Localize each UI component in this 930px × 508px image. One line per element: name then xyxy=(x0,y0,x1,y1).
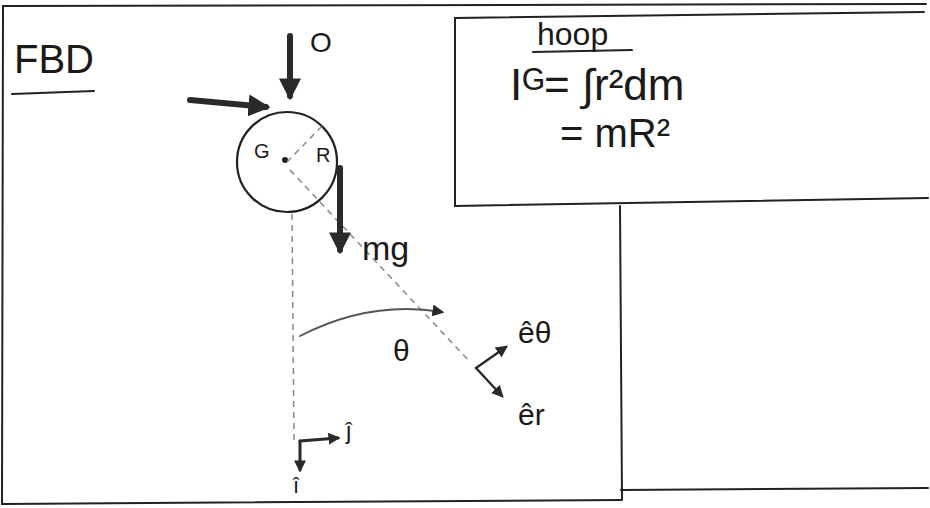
point-label: O xyxy=(310,28,332,59)
inertia-equation: Iᴳ= ∫r²dm xyxy=(510,61,684,109)
frame-bottom xyxy=(2,500,621,504)
weight-label: mg xyxy=(362,230,409,267)
frame-divider xyxy=(620,206,622,500)
center-point xyxy=(282,157,288,163)
frame-left xyxy=(2,6,3,504)
frame-title: FBD xyxy=(14,37,94,81)
frame-top xyxy=(3,4,926,6)
hoop-box-left xyxy=(454,18,456,206)
frame-lines xyxy=(2,4,928,504)
hoop-box-top xyxy=(455,12,924,18)
j-axis-arrow xyxy=(300,438,338,441)
unit-vector-label: êr xyxy=(518,398,545,431)
note-heading: hoop xyxy=(537,17,608,52)
horizontal-reaction-arrow xyxy=(190,100,266,107)
title-underline xyxy=(12,91,94,94)
hoop-circle xyxy=(237,112,337,212)
force-arrows xyxy=(190,36,340,250)
e-r-arrow xyxy=(476,368,502,396)
vertical-reference xyxy=(292,214,294,440)
vertical-reaction-arrow xyxy=(287,36,293,96)
radius-label: R xyxy=(316,144,330,166)
frame-bottom-right xyxy=(621,488,928,490)
theta-arc xyxy=(300,309,442,336)
inertia-result: = mR² xyxy=(560,111,670,155)
hoop-note-box: hoopIᴳ= ∫r²dm= mR² xyxy=(455,15,928,205)
axis-label: ĵ xyxy=(346,418,351,444)
hoop-box-bottom xyxy=(455,198,928,206)
axis-label: î xyxy=(293,474,299,498)
construction-lines xyxy=(287,124,470,440)
radial-line xyxy=(290,170,470,362)
i-axis-arrow xyxy=(299,441,302,470)
weight-arrow xyxy=(337,168,343,250)
e-theta-arrow xyxy=(476,347,506,368)
unit-vector-label: êθ xyxy=(518,316,551,349)
kinematic-arrows xyxy=(300,309,506,470)
angle-label: θ xyxy=(393,334,410,367)
center-label: G xyxy=(254,140,270,162)
